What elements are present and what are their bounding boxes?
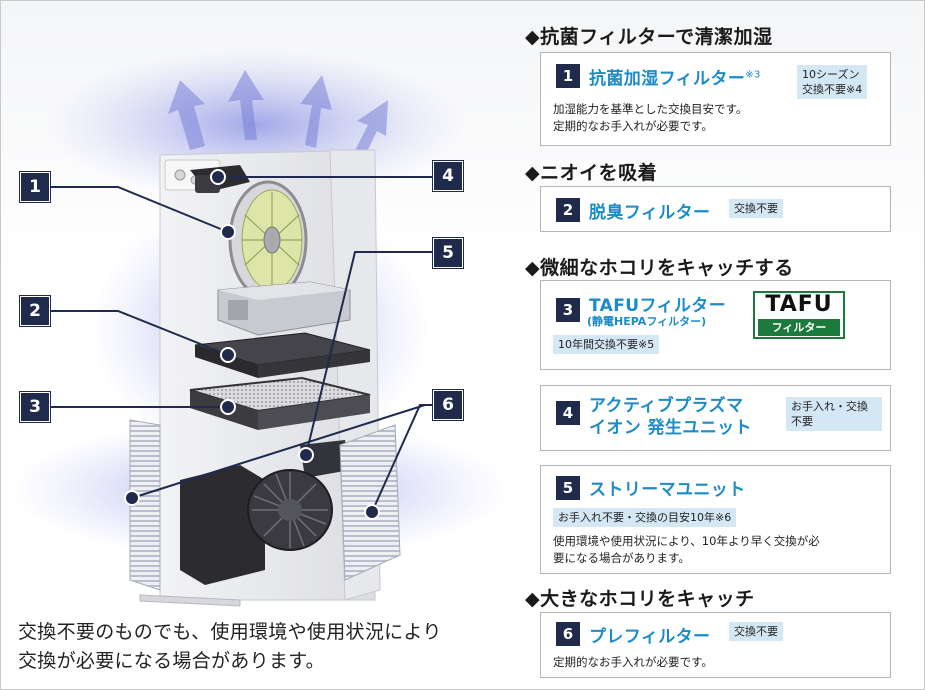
item-number-1: 1 bbox=[556, 64, 580, 88]
purifier-drawing bbox=[10, 50, 510, 607]
caption-line-1: 交換不要のものでも、使用環境や使用状況により bbox=[18, 621, 442, 643]
marker-5: 5 bbox=[433, 238, 463, 268]
marker-2: 2 bbox=[20, 296, 50, 326]
item-desc-1: 加湿能力を基準とした交換目安です。 定期的なお手入れが必要です。 bbox=[553, 102, 748, 133]
tafu-logo-top: TAFU bbox=[765, 292, 833, 317]
item-tag-1: 10シーズン 交換不要※4 bbox=[797, 65, 868, 99]
item-subname-3: (静電HEPAフィルター) bbox=[587, 315, 707, 328]
item-box-6: 6 プレフィルター 交換不要 定期的なお手入れが必要です。 bbox=[540, 612, 891, 678]
item-number-4: 4 bbox=[556, 401, 580, 425]
base-rail bbox=[139, 594, 241, 607]
item-name-5: ストリーマユニット bbox=[589, 480, 746, 500]
purifier-illustration: 1 2 3 4 5 6 bbox=[10, 50, 510, 607]
section-title-fine-dust: ◆微細なホコリをキャッチする bbox=[525, 257, 794, 279]
item-name-3: TAFUフィルター bbox=[589, 296, 727, 316]
item-name-2: 脱臭フィルター bbox=[589, 203, 711, 223]
item-box-1: 1 抗菌加湿フィルター※3 10シーズン 交換不要※4 加湿能力を基準とした交換… bbox=[540, 52, 891, 146]
tafu-logo: TAFU フィルター bbox=[753, 291, 845, 339]
pre-filter-right bbox=[339, 424, 401, 581]
item-number-2: 2 bbox=[556, 198, 580, 222]
section-title-humidify: ◆抗菌フィルターで清潔加湿 bbox=[525, 26, 773, 48]
item-number-5: 5 bbox=[556, 476, 580, 500]
streamer-unit bbox=[300, 440, 350, 478]
tafu-logo-bottom: フィルター bbox=[758, 319, 840, 336]
item-desc-6: 定期的なお手入れが必要です。 bbox=[553, 655, 713, 669]
marker-6: 6 bbox=[433, 390, 463, 420]
item-box-2: 2 脱臭フィルター 交換不要 bbox=[540, 186, 891, 232]
marker-4: 4 bbox=[433, 161, 463, 191]
caption-line-2: 交換が必要になる場合があります。 bbox=[18, 650, 325, 672]
item-name-6: プレフィルター bbox=[589, 627, 711, 647]
item-number-6: 6 bbox=[556, 622, 580, 646]
item-name-4: アクティブプラズマ イオン 発生ユニット bbox=[589, 396, 752, 438]
leader-dots bbox=[124, 169, 380, 520]
item-tag-2: 交換不要 bbox=[729, 199, 783, 218]
item-name-1: 抗菌加湿フィルター※3 bbox=[589, 69, 761, 89]
pre-filter-left bbox=[129, 419, 161, 591]
item-tag-5: お手入れ不要・交換の目安10年※6 bbox=[553, 508, 737, 527]
bottom-caption: 交換不要のものでも、使用環境や使用状況により 交換が必要になる場合があります。 bbox=[18, 618, 518, 676]
item-note-1: ※3 bbox=[745, 69, 761, 81]
marker-3: 3 bbox=[20, 392, 50, 422]
leader-lines bbox=[50, 176, 434, 513]
airflow-arrows bbox=[168, 70, 388, 164]
item-tag-4: お手入れ・交換 不要 bbox=[786, 397, 882, 431]
item-box-5: 5 ストリーマユニット お手入れ不要・交換の目安10年※6 使用環境や使用状況に… bbox=[540, 465, 891, 574]
item-tag-6: 交換不要 bbox=[729, 622, 783, 641]
section-title-large-dust: ◆大きなホコリをキャッチ bbox=[525, 588, 755, 610]
section-title-odor: ◆ニオイを吸着 bbox=[525, 162, 658, 184]
marker-1: 1 bbox=[20, 172, 50, 202]
item-tag-3: 10年間交換不要※5 bbox=[553, 335, 660, 354]
item-box-3: 3 TAFUフィルター (静電HEPAフィルター) 10年間交換不要※5 TAF… bbox=[540, 280, 891, 370]
item-desc-5: 使用環境や使用状況により、10年より早く交換が必 要になる場合があります。 bbox=[553, 534, 820, 565]
item-box-4: 4 アクティブプラズマ イオン 発生ユニット お手入れ・交換 不要 bbox=[540, 385, 891, 451]
fan-motor bbox=[180, 465, 265, 585]
item-number-3: 3 bbox=[556, 298, 580, 322]
